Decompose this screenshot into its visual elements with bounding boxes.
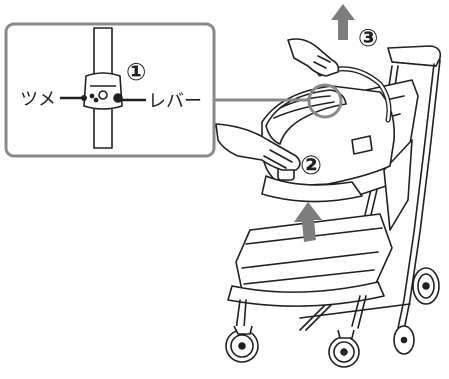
tsume-label: ツメ bbox=[20, 89, 56, 110]
step-2-marker: ② bbox=[300, 151, 322, 181]
step-1-marker: ① bbox=[126, 58, 146, 86]
front-left-wheel bbox=[226, 326, 258, 362]
step-3-marker: ③ bbox=[358, 24, 378, 52]
step-3-arrow bbox=[331, 4, 355, 40]
front-right-wheel bbox=[329, 330, 359, 367]
rear-wheel bbox=[413, 268, 439, 304]
upper-hand bbox=[288, 39, 338, 76]
lever-label: レバー bbox=[148, 91, 202, 112]
rear-right-wheel bbox=[394, 326, 414, 354]
